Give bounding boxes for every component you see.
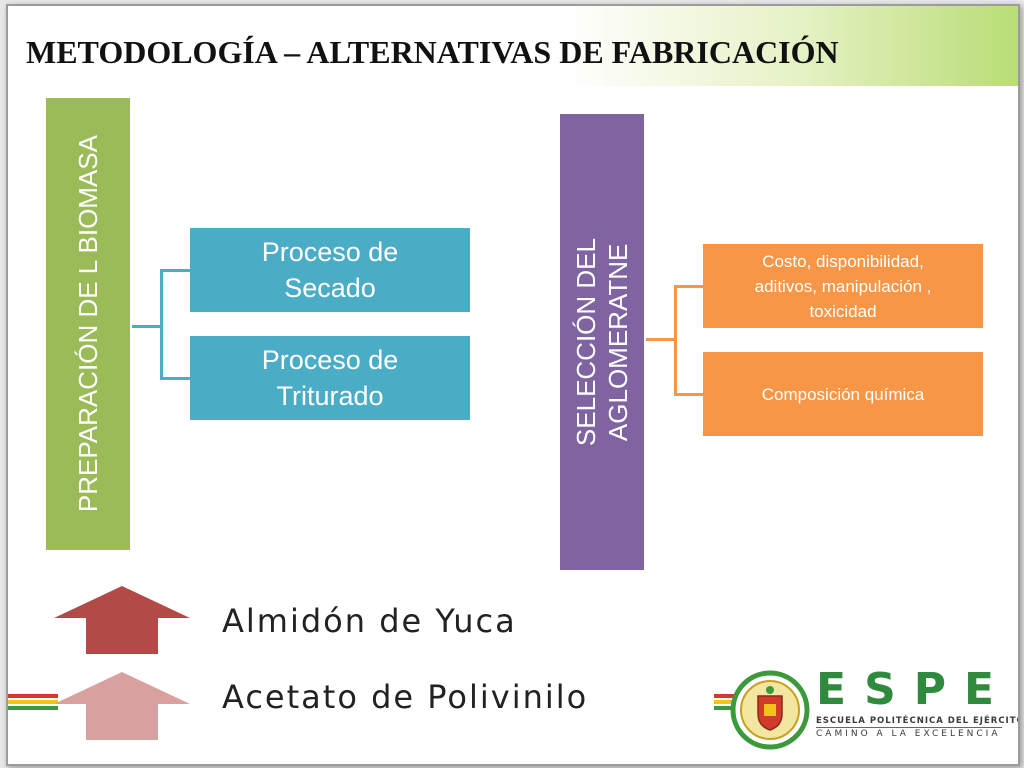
espe-letter: P bbox=[913, 664, 947, 715]
drying-process-line1: Proceso de bbox=[261, 237, 399, 267]
up-arrow-icon bbox=[54, 672, 190, 740]
espe-school-name: ESCUELA POLITÉCNICA DEL EJÉRCITO bbox=[816, 716, 1020, 726]
cost-line1: Costo, disponibilidad, bbox=[762, 251, 924, 271]
legend-label-polyvinyl-acetate: Acetato de Polivinilo bbox=[222, 678, 589, 716]
espe-letter: E bbox=[964, 664, 995, 715]
connector-left-vertical bbox=[160, 269, 163, 379]
biomass-preparation-bar: PREPARACIÓN DE L BIOMASA bbox=[46, 98, 130, 550]
legend-row-polyvinyl-acetate: Acetato de Polivinilo bbox=[8, 670, 748, 760]
cost-availability-box: Costo, disponibilidad, aditivos, manipul… bbox=[703, 244, 983, 328]
espe-motto: CAMINO A LA EXCELENCIA bbox=[816, 729, 1001, 739]
university-seal-icon bbox=[730, 670, 810, 750]
connector-left-bottom bbox=[160, 377, 190, 380]
drying-process-line2: Secado bbox=[284, 273, 376, 303]
connector-right-stem bbox=[646, 338, 676, 341]
biomass-preparation-label: PREPARACIÓN DE L BIOMASA bbox=[73, 135, 103, 513]
grinding-process-line1: Proceso de bbox=[261, 345, 399, 375]
cost-line2: aditivos, manipulación , bbox=[754, 276, 932, 296]
chemical-composition-box: Composición química bbox=[703, 352, 983, 436]
espe-logo: E S P E ESCUELA POLITÉCNICA DEL EJÉRCITO… bbox=[816, 666, 1020, 750]
espe-letter: S bbox=[864, 664, 896, 715]
footer-stripes-left bbox=[8, 694, 58, 714]
grinding-process-box: Proceso de Triturado bbox=[190, 336, 470, 420]
slide: METODOLOGÍA – ALTERNATIVAS DE FABRICACIÓ… bbox=[6, 4, 1020, 766]
connector-right-bottom bbox=[674, 393, 703, 396]
connector-left-top bbox=[160, 269, 190, 272]
connector-right-vertical bbox=[674, 285, 677, 395]
grinding-process-line2: Triturado bbox=[276, 381, 384, 411]
espe-letter: E bbox=[816, 664, 847, 715]
espe-divider bbox=[816, 727, 1002, 728]
legend-label-cassava-starch: Almidón de Yuca bbox=[222, 602, 517, 640]
connector-right-top bbox=[674, 285, 703, 288]
up-arrow-icon bbox=[54, 586, 190, 654]
title-band bbox=[8, 6, 1018, 86]
drying-process-box: Proceso de Secado bbox=[190, 228, 470, 312]
binder-selection-line2: AGLOMERATNE bbox=[603, 243, 633, 441]
legend-row-cassava-starch: Almidón de Yuca bbox=[8, 584, 748, 674]
espe-logo-letters: E S P E bbox=[816, 666, 994, 714]
cost-line3: toxicidad bbox=[809, 301, 877, 321]
binder-selection-line1: SELECCIÓN DEL bbox=[571, 237, 601, 447]
connector-left-stem bbox=[132, 325, 162, 328]
slide-title: METODOLOGÍA – ALTERNATIVAS DE FABRICACIÓ… bbox=[26, 34, 839, 70]
composition-line1: Composición química bbox=[761, 384, 925, 404]
